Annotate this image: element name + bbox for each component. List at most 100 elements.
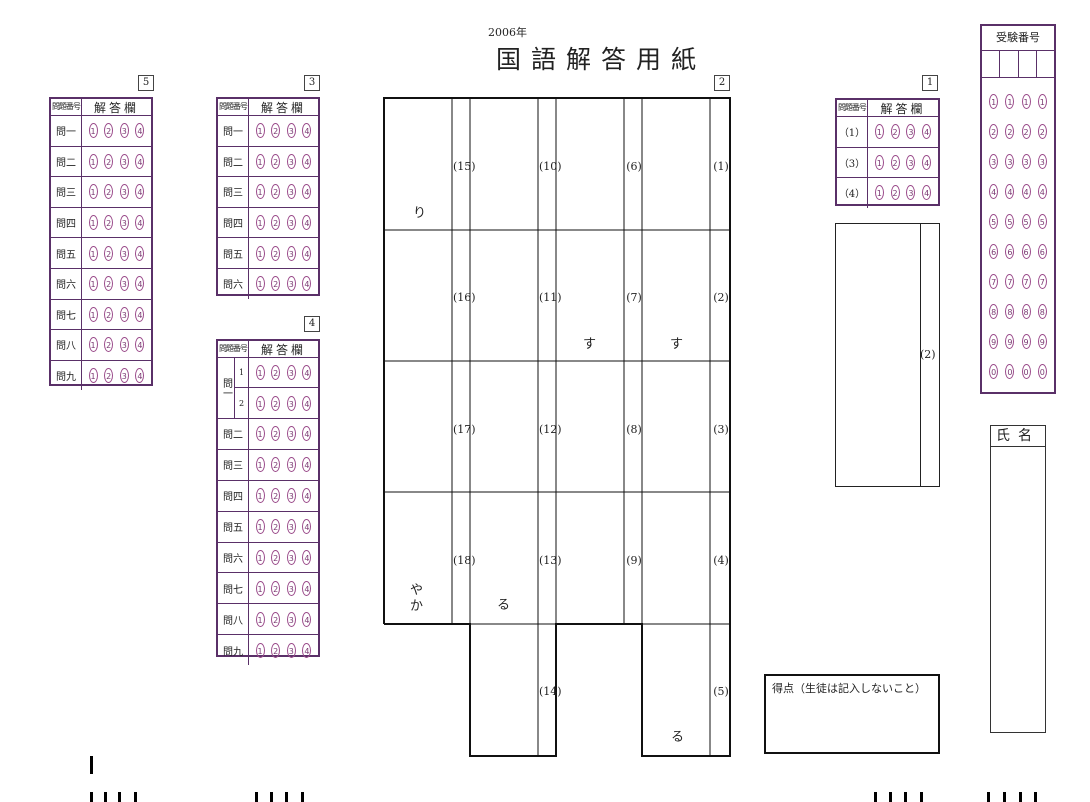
digit-cell[interactable] xyxy=(982,51,1001,77)
option-bubble[interactable]: 2 xyxy=(271,580,281,596)
digit-bubble[interactable]: 8 xyxy=(1037,303,1047,319)
option-bubble[interactable]: 3 xyxy=(286,488,296,504)
option-bubble[interactable]: 1 xyxy=(255,245,265,261)
option-bubble[interactable]: 4 xyxy=(302,580,312,596)
option-bubble[interactable]: 1 xyxy=(255,611,265,627)
digit-bubble[interactable]: 8 xyxy=(1005,303,1015,319)
digit-bubble[interactable]: 9 xyxy=(1037,333,1047,349)
option-bubble[interactable]: 3 xyxy=(119,276,129,292)
digit-bubble[interactable]: 7 xyxy=(989,273,999,289)
option-bubble[interactable]: 3 xyxy=(286,215,296,231)
name-box[interactable]: 氏名 xyxy=(990,425,1046,733)
option-bubble[interactable]: 4 xyxy=(302,457,312,473)
option-bubble[interactable]: 2 xyxy=(104,337,114,353)
option-bubble[interactable]: 2 xyxy=(271,215,281,231)
digit-cell[interactable] xyxy=(1000,51,1019,77)
option-bubble[interactable]: 4 xyxy=(302,153,312,169)
digit-bubble[interactable]: 4 xyxy=(1021,183,1031,199)
option-bubble[interactable]: 4 xyxy=(135,123,145,139)
option-bubble[interactable]: 4 xyxy=(922,154,932,170)
option-bubble[interactable]: 1 xyxy=(255,153,265,169)
option-bubble[interactable]: 1 xyxy=(255,642,265,658)
option-bubble[interactable]: 3 xyxy=(286,519,296,535)
digit-bubble[interactable]: 1 xyxy=(1021,93,1031,109)
digit-bubble[interactable]: 8 xyxy=(1021,303,1031,319)
option-bubble[interactable]: 3 xyxy=(119,184,129,200)
digit-bubble[interactable]: 5 xyxy=(1005,213,1015,229)
option-bubble[interactable]: 3 xyxy=(286,426,296,442)
digit-bubble[interactable]: 9 xyxy=(1021,333,1031,349)
option-bubble[interactable]: 4 xyxy=(135,368,145,384)
option-bubble[interactable]: 4 xyxy=(302,519,312,535)
option-bubble[interactable]: 3 xyxy=(286,184,296,200)
digit-bubble[interactable]: 1 xyxy=(1005,93,1015,109)
digit-bubble[interactable]: 2 xyxy=(1021,123,1031,139)
digit-bubble[interactable]: 0 xyxy=(1037,363,1047,379)
digit-bubble[interactable]: 8 xyxy=(989,303,999,319)
option-bubble[interactable]: 3 xyxy=(286,550,296,565)
digit-bubble[interactable]: 5 xyxy=(989,213,999,229)
option-bubble[interactable]: 3 xyxy=(286,611,296,627)
digit-bubble[interactable]: 1 xyxy=(989,93,999,109)
option-bubble[interactable]: 2 xyxy=(271,395,281,411)
option-bubble[interactable]: 1 xyxy=(88,153,98,169)
option-bubble[interactable]: 2 xyxy=(104,276,114,292)
digit-cell[interactable] xyxy=(1019,51,1037,77)
option-bubble[interactable]: 1 xyxy=(88,123,98,139)
option-bubble[interactable]: 3 xyxy=(286,123,296,139)
option-bubble[interactable]: 2 xyxy=(271,276,281,292)
digit-bubble[interactable]: 5 xyxy=(1037,213,1047,229)
option-bubble[interactable]: 1 xyxy=(88,368,98,384)
option-bubble[interactable]: 3 xyxy=(119,337,129,353)
option-bubble[interactable]: 2 xyxy=(890,154,900,170)
option-bubble[interactable]: 3 xyxy=(119,123,129,139)
option-bubble[interactable]: 4 xyxy=(135,184,145,200)
option-bubble[interactable]: 4 xyxy=(135,337,145,353)
digit-bubble[interactable]: 0 xyxy=(1005,363,1015,379)
option-bubble[interactable]: 4 xyxy=(135,276,145,292)
digit-bubble[interactable]: 7 xyxy=(1021,273,1031,289)
option-bubble[interactable]: 3 xyxy=(906,124,916,140)
option-bubble[interactable]: 1 xyxy=(88,306,98,322)
option-bubble[interactable]: 4 xyxy=(135,306,145,322)
digit-bubble[interactable]: 2 xyxy=(1037,123,1047,139)
option-bubble[interactable]: 3 xyxy=(906,185,916,201)
option-bubble[interactable]: 4 xyxy=(302,395,312,411)
option-bubble[interactable]: 3 xyxy=(906,154,916,170)
digit-bubble[interactable]: 4 xyxy=(989,183,999,199)
option-bubble[interactable]: 4 xyxy=(302,215,312,231)
option-bubble[interactable]: 1 xyxy=(255,426,265,442)
digit-bubble[interactable]: 6 xyxy=(1005,243,1015,259)
digit-bubble[interactable]: 0 xyxy=(989,363,999,379)
option-bubble[interactable]: 1 xyxy=(255,395,265,411)
option-bubble[interactable]: 1 xyxy=(255,276,265,292)
option-bubble[interactable]: 3 xyxy=(119,245,129,261)
option-bubble[interactable]: 4 xyxy=(922,124,932,140)
digit-bubble[interactable]: 2 xyxy=(989,123,999,139)
digit-bubble[interactable]: 6 xyxy=(1021,243,1031,259)
option-bubble[interactable]: 2 xyxy=(104,184,114,200)
digit-bubble[interactable]: 7 xyxy=(1005,273,1015,289)
digit-bubble[interactable]: 6 xyxy=(989,243,999,259)
option-bubble[interactable]: 4 xyxy=(302,550,312,565)
option-bubble[interactable]: 4 xyxy=(302,426,312,442)
option-bubble[interactable]: 1 xyxy=(255,580,265,596)
option-bubble[interactable]: 2 xyxy=(104,123,114,139)
digit-bubble[interactable]: 4 xyxy=(1037,183,1047,199)
option-bubble[interactable]: 4 xyxy=(302,184,312,200)
option-bubble[interactable]: 4 xyxy=(302,123,312,139)
digit-cell[interactable] xyxy=(1037,51,1054,77)
option-bubble[interactable]: 2 xyxy=(271,153,281,169)
option-bubble[interactable]: 3 xyxy=(119,306,129,322)
option-bubble[interactable]: 4 xyxy=(135,153,145,169)
option-bubble[interactable]: 2 xyxy=(104,153,114,169)
option-bubble[interactable]: 2 xyxy=(271,611,281,627)
option-bubble[interactable]: 1 xyxy=(88,215,98,231)
option-bubble[interactable]: 2 xyxy=(271,184,281,200)
option-bubble[interactable]: 1 xyxy=(255,215,265,231)
digit-bubble[interactable]: 3 xyxy=(1005,153,1015,169)
digit-bubble[interactable]: 9 xyxy=(989,333,999,349)
option-bubble[interactable]: 2 xyxy=(271,245,281,261)
option-bubble[interactable]: 1 xyxy=(255,365,265,380)
option-bubble[interactable]: 4 xyxy=(922,185,932,201)
